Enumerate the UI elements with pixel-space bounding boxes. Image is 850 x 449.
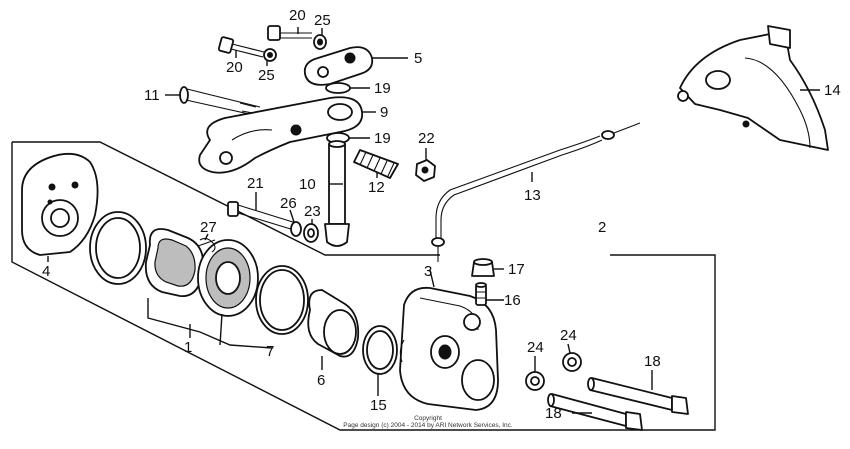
callout-27: 27 xyxy=(200,219,217,236)
nut-25-lower xyxy=(263,48,277,62)
bolt-20-lower xyxy=(217,36,265,58)
bolt-18-lower xyxy=(547,393,643,431)
callout-18a: 18 xyxy=(644,353,661,370)
callout-22: 22 xyxy=(418,130,435,147)
washer-24-right xyxy=(562,352,582,372)
nut-22 xyxy=(415,159,436,182)
callout-5: 5 xyxy=(414,50,422,67)
callout-13: 13 xyxy=(524,187,541,204)
callout-11: 11 xyxy=(144,87,160,104)
caliper-body-3 xyxy=(399,286,499,411)
callout-25b: 25 xyxy=(258,67,275,84)
callout-2: 2 xyxy=(598,219,606,236)
callout-24b: 24 xyxy=(560,327,577,344)
arm-9 xyxy=(198,96,363,174)
callout-17: 17 xyxy=(508,261,525,278)
cover-14 xyxy=(677,25,829,151)
brake-line-13 xyxy=(431,122,641,262)
clip-27 xyxy=(199,237,216,253)
callout-23: 23 xyxy=(304,203,321,220)
cap-17 xyxy=(471,258,495,277)
callout-20b: 20 xyxy=(226,59,243,76)
callout-9: 9 xyxy=(380,104,388,121)
callout-1: 1 xyxy=(184,339,192,356)
boot-12 xyxy=(353,149,399,179)
callout-25a: 25 xyxy=(314,12,331,29)
nut-25-upper xyxy=(313,34,327,50)
callout-16: 16 xyxy=(504,292,521,309)
bolt-18-upper xyxy=(587,377,689,415)
bolt-21 xyxy=(227,201,297,231)
callout-4: 4 xyxy=(42,263,50,280)
callout-12: 12 xyxy=(368,179,385,196)
callout-24a: 24 xyxy=(527,339,544,356)
callout-20a: 20 xyxy=(289,7,306,24)
washer-24-left xyxy=(525,371,545,391)
callout-19a: 19 xyxy=(374,80,391,97)
callout-10: 10 xyxy=(299,176,316,193)
callout-21: 21 xyxy=(247,175,264,192)
assembly-bracket-2 xyxy=(11,142,716,431)
callout-7: 7 xyxy=(266,343,274,360)
bolt-20-upper xyxy=(267,25,312,41)
callout-15: 15 xyxy=(370,397,387,414)
callout-19b: 19 xyxy=(374,130,391,147)
link-plate-5 xyxy=(303,46,374,86)
callout-26: 26 xyxy=(280,195,297,212)
copyright-line-2: Page design (c) 2004 - 2014 by ARI Netwo… xyxy=(343,422,513,429)
bolt-11 xyxy=(179,86,261,117)
callout-14: 14 xyxy=(824,82,841,99)
o-ring-19-upper xyxy=(325,82,351,94)
callout-6: 6 xyxy=(317,372,325,389)
callout-3: 3 xyxy=(424,263,432,280)
copyright-line-1: Copyright xyxy=(414,415,442,422)
bleeder-16 xyxy=(475,282,487,306)
assembly-bracket-2-top xyxy=(12,141,440,256)
leader-lines xyxy=(47,27,820,414)
brake-pads-1 xyxy=(144,228,259,317)
callout-18b: 18 xyxy=(545,405,562,422)
pin-10 xyxy=(324,140,350,247)
washer-26 xyxy=(290,221,302,237)
piston-6 xyxy=(307,289,360,358)
